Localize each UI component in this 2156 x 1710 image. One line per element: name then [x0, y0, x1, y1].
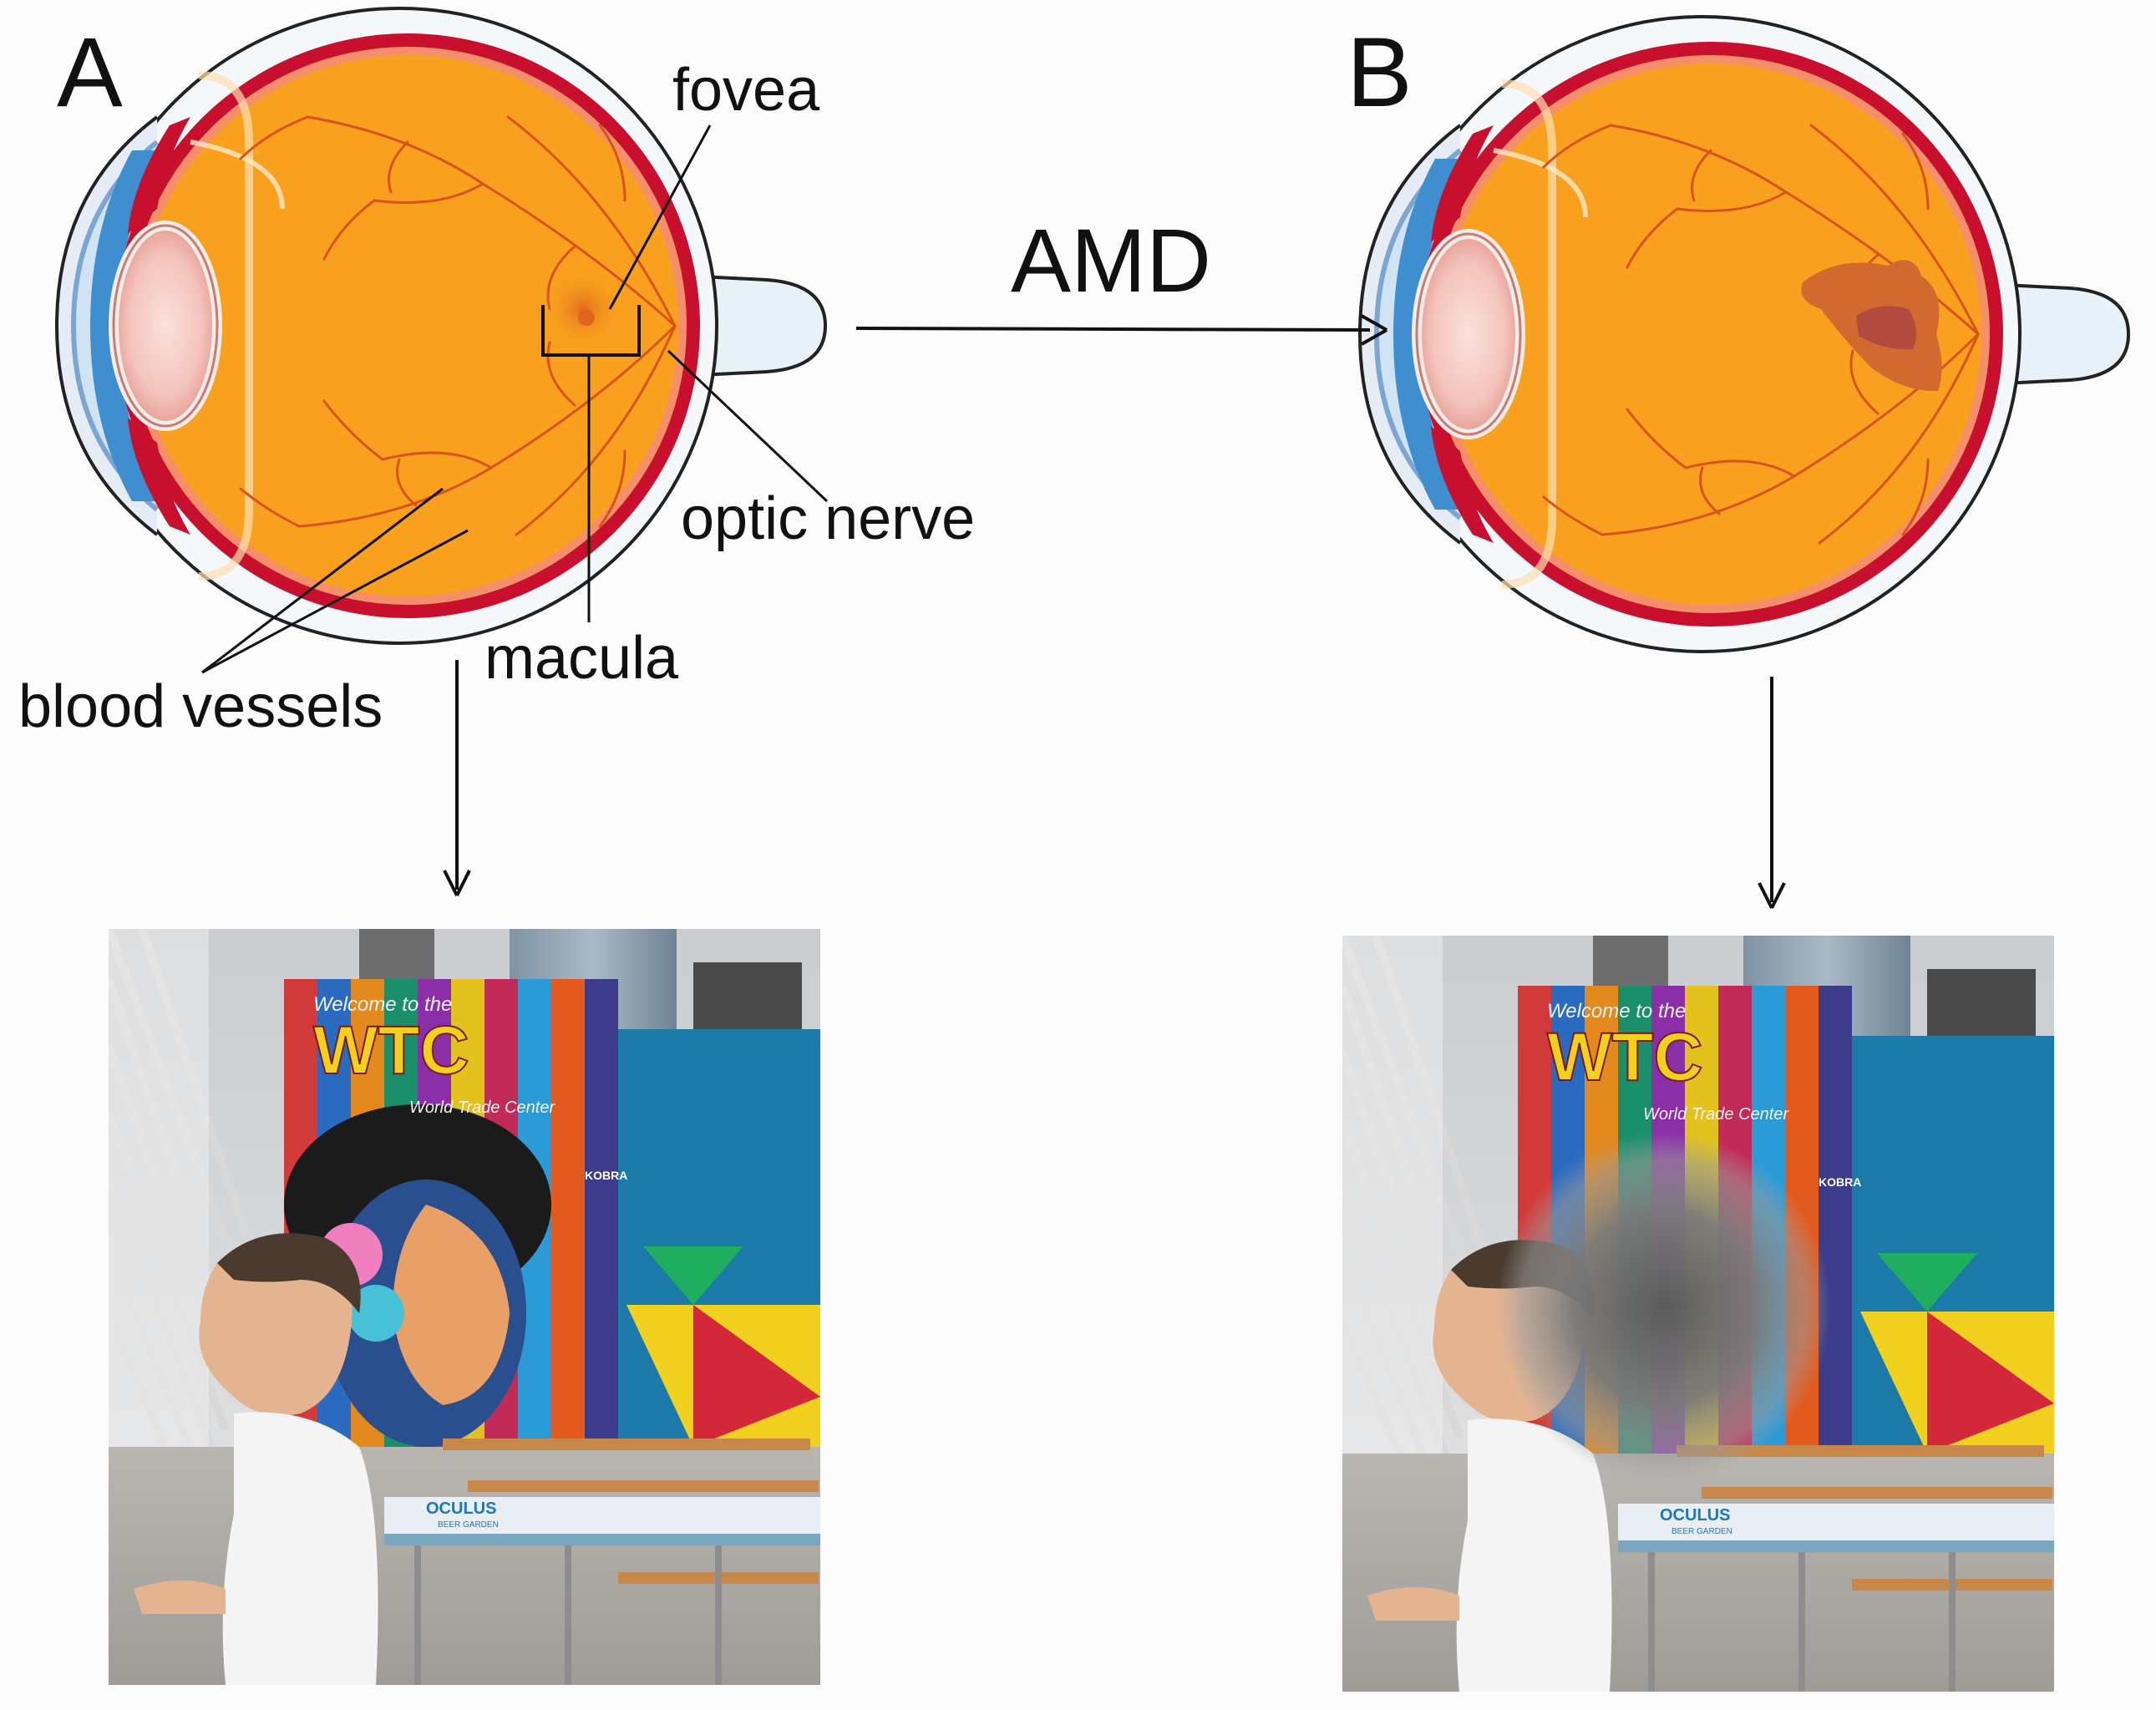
eye-b-diagram [1360, 17, 2128, 652]
optic-nerve-label: optic nerve [681, 485, 976, 552]
photo-a-sign-letters: WTC [313, 1012, 469, 1088]
amd-lesion-core [1856, 306, 1916, 350]
photo-b-sign-letters: WTC [1547, 1019, 1703, 1095]
photo-a-sign-line1: Welcome to the [313, 993, 452, 1016]
blood-vessel-leader-2 [201, 529, 469, 674]
photo-b-sign-line2: World Trade Center [1643, 1105, 1789, 1124]
macula-bracket [541, 305, 641, 357]
panel-label-b: B [1347, 18, 1413, 128]
macula-label: macula [484, 625, 679, 692]
photo-a-normal-vision [109, 929, 820, 1685]
fovea-label: fovea [672, 57, 820, 124]
panel-label-a: A [57, 18, 123, 128]
arrows [443, 314, 1786, 909]
central-scotoma [1497, 1132, 1831, 1483]
photo-a-signature: KOBRA [585, 1169, 627, 1182]
photo-b-banner-sub: BEER GARDEN [1672, 1527, 1732, 1536]
photo-a-banner-brand: OCULUS [426, 1499, 496, 1518]
fovea-spot [543, 269, 623, 349]
photo-b-amd-vision [1342, 936, 2054, 1692]
optic-nerve-leader [667, 349, 829, 503]
fovea-leader [608, 124, 712, 310]
photo-a-banner-sub: BEER GARDEN [438, 1520, 499, 1530]
blood-vessel-leader-1 [201, 487, 444, 674]
blood-vessels-label: blood vessels [18, 673, 383, 740]
photo-b-sign-line1: Welcome to the [1547, 1000, 1686, 1022]
photo-b-signature: KOBRA [1819, 1175, 1861, 1189]
photo-b-banner-brand: OCULUS [1660, 1506, 1730, 1525]
amd-transition-label: AMD [1011, 210, 1211, 311]
eye-a-diagram [57, 8, 825, 643]
photo-a-sign-line2: World Trade Center [409, 1099, 555, 1117]
